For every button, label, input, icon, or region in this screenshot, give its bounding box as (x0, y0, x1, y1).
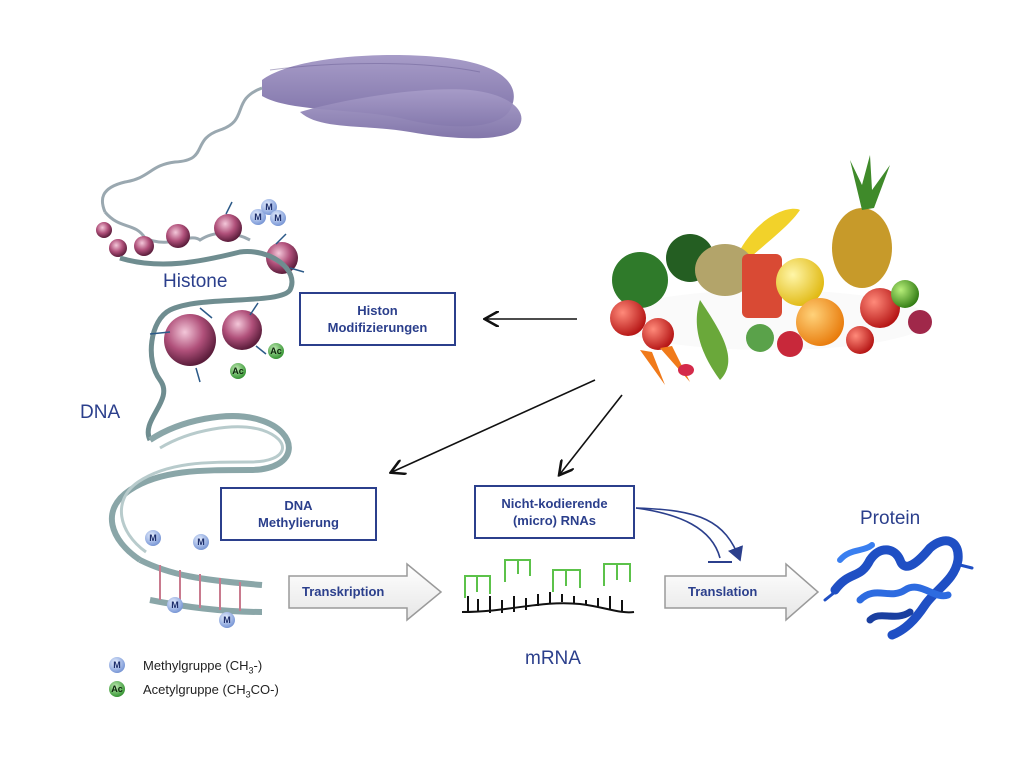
legend-acetyl-pre: Acetylgruppe (CH (143, 682, 246, 697)
dna-methylation-line1: DNA (284, 498, 313, 513)
noncoding-rna-line1: Nicht-kodierende (501, 496, 608, 511)
dna-label: DNA (80, 402, 121, 423)
legend-methyl-post: -) (253, 658, 263, 673)
ncrna-regulation-lines (635, 507, 743, 563)
legend-acetyl-post: CO-) (250, 682, 279, 697)
histone-methyl-badge-1: M (250, 209, 266, 225)
noncoding-rna-line2: (micro) RNAs (512, 513, 597, 528)
histone-modification-line1: Histon (357, 303, 398, 318)
transcription-label: Transkription (302, 584, 385, 599)
histone-acetyl-badge-1: Ac (230, 363, 246, 379)
histone-acetyl-badge-2: Ac (268, 343, 284, 359)
chromosome-illustration (262, 55, 522, 139)
food-arrows (392, 319, 623, 474)
legend-acetyl-badge: Ac (109, 681, 125, 697)
transcription-arrow (288, 562, 443, 622)
noncoding-rna-box: Nicht-kodierende (micro) RNAs (474, 485, 635, 539)
dna-methyl-badge-3: M (167, 597, 183, 613)
legend-acetyl-sub: 3 (245, 689, 251, 700)
mrna-label: mRNA (525, 648, 581, 669)
dna-methyl-badge-2: M (193, 534, 209, 550)
histone-beads (96, 201, 305, 442)
legend-methyl-sub: 3 (248, 665, 254, 676)
translation-arrow (664, 562, 820, 622)
mrna-illustration (461, 559, 635, 614)
fruits-vegetables-illustration (610, 155, 932, 385)
protein-illustration (823, 536, 974, 640)
dna-methylation-line2: Methylierung (258, 515, 339, 530)
dna-helix (109, 413, 292, 615)
legend-acetyl-text: Acetylgruppe (CH3CO-) (143, 682, 279, 700)
histone-modification-line2: Modifizierungen (327, 320, 428, 335)
histone-label: Histone (163, 271, 228, 292)
dna-methylation-box: DNA Methylierung (220, 487, 377, 541)
histone-modification-box: Histon Modifizierungen (299, 292, 456, 346)
histone-methyl-badge-3: M (270, 210, 286, 226)
translation-label: Translation (688, 584, 758, 599)
legend-methyl-pre: Methylgruppe (CH (143, 658, 249, 673)
legend-methyl-badge: M (109, 657, 125, 673)
dna-methyl-badge-1: M (145, 530, 161, 546)
legend-methyl-text: Methylgruppe (CH3-) (143, 658, 262, 676)
dna-methyl-badge-4: M (219, 612, 235, 628)
protein-label: Protein (860, 508, 921, 529)
